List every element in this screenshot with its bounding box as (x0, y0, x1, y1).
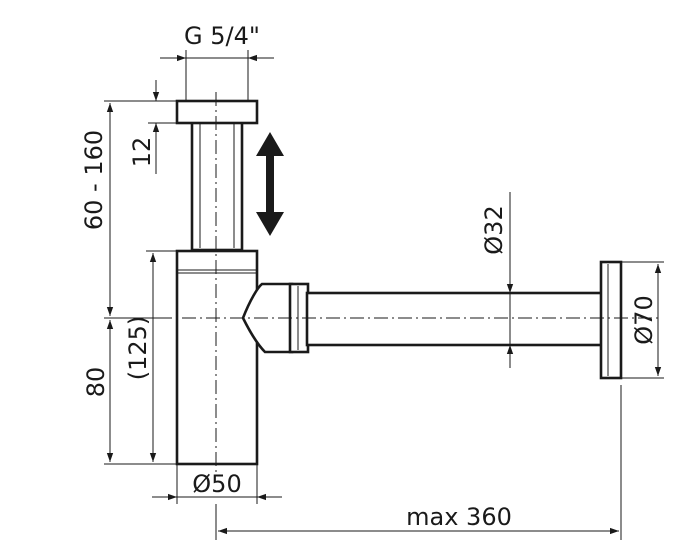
cap-nut (175, 99, 259, 125)
label-thread: G 5/4" (184, 22, 260, 50)
dim-tail-range: 60 - 160 (80, 100, 177, 319)
trap-body (175, 99, 623, 466)
dim-thread: G 5/4" (160, 22, 274, 101)
wall-rosette (599, 260, 623, 380)
bottle-body (175, 249, 259, 466)
label-bottle-diameter: Ø50 (192, 470, 241, 498)
label-tail-range: 60 - 160 (80, 130, 108, 230)
dim-bottle-height: (125) (124, 250, 177, 465)
label-cap-height: 12 (128, 137, 156, 168)
dim-outlet-height: 80 (82, 320, 146, 465)
dim-max-length: max 360 (215, 385, 622, 540)
outlet-pipe (305, 291, 605, 347)
label-rosette-diameter: Ø70 (630, 295, 658, 344)
label-pipe-diameter: Ø32 (480, 205, 508, 254)
dim-rosette-diameter: Ø70 (621, 261, 664, 379)
label-outlet-height: 80 (82, 367, 110, 398)
dim-cap-height: 12 (128, 80, 177, 174)
dim-bottle-diameter: Ø50 (152, 464, 282, 504)
double-arrow-vertical-icon (256, 132, 284, 236)
label-bottle-height: (125) (124, 316, 152, 381)
dim-pipe-diameter: Ø32 (480, 192, 514, 368)
label-max-length: max 360 (406, 503, 512, 531)
